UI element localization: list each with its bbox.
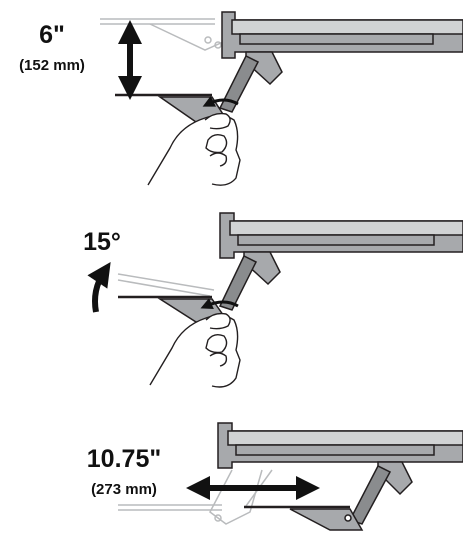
tray-arm <box>218 251 281 311</box>
rotation-arrow-icon <box>200 298 239 310</box>
tilt-measure-label: 15° <box>83 228 121 256</box>
desk-surface <box>217 422 463 469</box>
desk-surface <box>219 212 463 259</box>
extension-measure-label: 10.75" <box>87 445 161 473</box>
hand-icon <box>149 312 241 388</box>
rotation-arrow-icon <box>202 95 239 107</box>
ghost-tray-raised <box>100 18 233 51</box>
curved-arrow-up-icon <box>87 262 111 313</box>
panel-extension-adjust: 10.75" (273 mm) <box>87 422 463 531</box>
panel-height-adjust: 6" (152 mm) <box>19 11 463 186</box>
height-measure-label: 6" <box>39 21 65 49</box>
panel-tilt-adjust: 15° <box>83 212 463 388</box>
ghost-tray-tilted <box>117 273 215 297</box>
keyboard-tray <box>244 505 364 531</box>
desk-surface <box>221 11 463 59</box>
hand-icon <box>147 112 241 186</box>
height-metric-label: (152 mm) <box>19 57 85 74</box>
extension-metric-label: (273 mm) <box>91 481 157 498</box>
tray-arm <box>218 51 283 113</box>
tray-arm <box>348 461 413 525</box>
